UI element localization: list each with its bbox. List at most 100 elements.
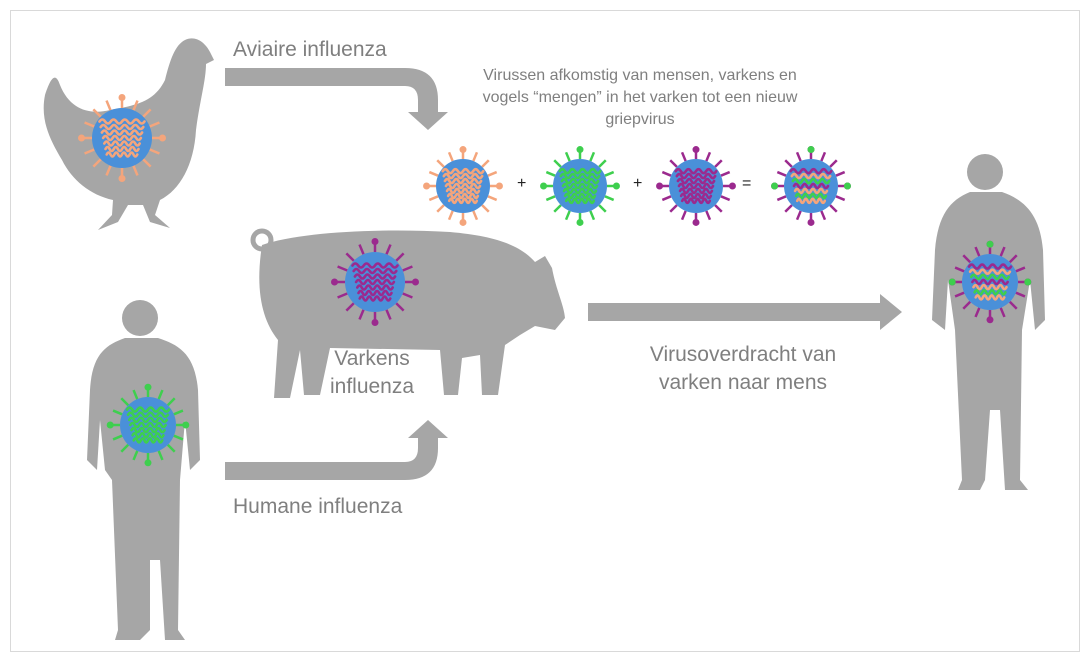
frame-border	[10, 10, 1080, 652]
virus-spike	[680, 151, 687, 162]
virus-spike	[132, 389, 139, 400]
virus-spike-knob	[576, 146, 584, 154]
virus-spike	[598, 159, 607, 168]
virus-spike-knob	[144, 459, 152, 467]
transfer-label: Virusoverdracht van varken naar mens	[603, 341, 883, 397]
virus-spike	[974, 246, 981, 257]
mixing-caption-line3: griepvirus	[605, 111, 675, 128]
virus-spike-knob	[159, 134, 166, 142]
virus-rna-strand	[563, 192, 597, 200]
virus-spike-knob	[807, 218, 815, 226]
human-left-silhouette	[87, 300, 200, 640]
virus-spike-knob	[144, 383, 152, 391]
virus-spike	[714, 204, 723, 213]
virus-spike	[669, 204, 678, 213]
avian-virus-equation	[423, 146, 503, 226]
virus-spike	[705, 210, 712, 221]
virus-spike	[589, 151, 596, 162]
virus-spike	[820, 151, 827, 162]
arrow-pig-to-human	[588, 294, 902, 330]
virus-spike	[385, 309, 392, 320]
virus-spike	[553, 204, 562, 213]
virus-rna-strand	[558, 167, 602, 175]
reassortant-virus-equation	[771, 146, 851, 226]
arrow-human-to-pig	[225, 420, 448, 480]
virus-spike-knob	[423, 182, 431, 190]
virus-spike	[1008, 254, 1018, 264]
virus-spike	[974, 307, 981, 318]
virus-rna-strand	[101, 134, 143, 142]
virus-spike	[472, 151, 479, 162]
virus-spike	[545, 195, 556, 202]
virus-rna-strand	[969, 273, 1011, 281]
plus-sign-1: +	[517, 175, 527, 192]
virus-spike	[795, 151, 802, 162]
virus-spike	[84, 148, 95, 155]
virus-rna-strand	[100, 129, 144, 136]
virus-spike	[149, 121, 160, 128]
virus-spike	[345, 252, 355, 262]
human-virus-left	[106, 383, 190, 467]
virus-spike	[157, 450, 164, 461]
virus-spike	[564, 151, 571, 162]
virus-rna-strand	[447, 197, 479, 205]
virus-rna-strand	[358, 295, 392, 302]
virus-rna-strand	[446, 192, 480, 200]
virus-rna-strand	[560, 177, 600, 185]
virus-spike	[337, 292, 348, 299]
virus-spike-knob	[948, 278, 956, 286]
virus-rna-strand	[356, 284, 394, 291]
virus-rna-strand	[354, 278, 396, 286]
virus-rna-strand	[789, 167, 833, 175]
virus-spike	[999, 307, 1006, 318]
mixing-caption-line2: vogels “mengen” in het varken tot een ni…	[482, 89, 798, 106]
virus-rna-strand	[98, 118, 146, 125]
virus-spike	[829, 204, 838, 213]
virus-rna-strand	[790, 172, 832, 180]
virus-rna-strand	[679, 192, 713, 200]
virus-spike-knob	[371, 319, 379, 326]
virus-spike-knob	[692, 218, 700, 226]
virus-spike	[166, 397, 176, 407]
virus-rna-strand	[967, 263, 1013, 270]
virus-spike-knob	[182, 421, 190, 429]
virus-rna-strand	[680, 197, 712, 205]
virus-spike	[358, 309, 365, 320]
virus-rna-strand	[795, 197, 827, 205]
virus-rna-strand	[104, 145, 140, 153]
virus-spike-knob	[412, 278, 419, 286]
virus-spike	[105, 100, 112, 111]
virus-spike	[358, 244, 365, 255]
virus-rna-strand	[441, 167, 485, 175]
virus-spike	[428, 195, 439, 202]
virus-spike-knob	[807, 146, 815, 154]
virus-rna-strand	[130, 426, 166, 434]
virus-spike	[954, 266, 965, 273]
virus-spike-knob	[986, 240, 994, 248]
virus-spike	[835, 195, 846, 202]
virus-spike	[112, 409, 123, 416]
virus-spike-knob	[459, 218, 467, 226]
swine-label-line2: influenza	[329, 375, 415, 398]
virus-rna-strand	[794, 192, 828, 200]
virus-spike-knob	[118, 94, 126, 101]
virus-spike	[598, 204, 607, 213]
virus-spike	[173, 409, 184, 416]
virus-spike	[776, 195, 787, 202]
virus-rna-strand	[676, 177, 716, 185]
transfer-label-line2: varken naar mens	[658, 371, 828, 394]
virus-spike	[395, 252, 405, 262]
virus-spike-knob	[986, 316, 994, 324]
virus-spike-knob	[459, 146, 467, 154]
virus-spike	[142, 108, 152, 118]
transfer-label-line1: Virusoverdracht van	[649, 343, 837, 366]
virus-spike	[481, 204, 490, 213]
virus-rna-strand	[103, 140, 141, 147]
virus-spike	[835, 170, 846, 177]
virus-rna-strand	[564, 197, 596, 205]
virus-spike	[447, 151, 454, 162]
virus-rna-strand	[562, 187, 598, 195]
virus-spike-knob	[1024, 278, 1032, 286]
virus-rna-strand	[561, 182, 599, 190]
